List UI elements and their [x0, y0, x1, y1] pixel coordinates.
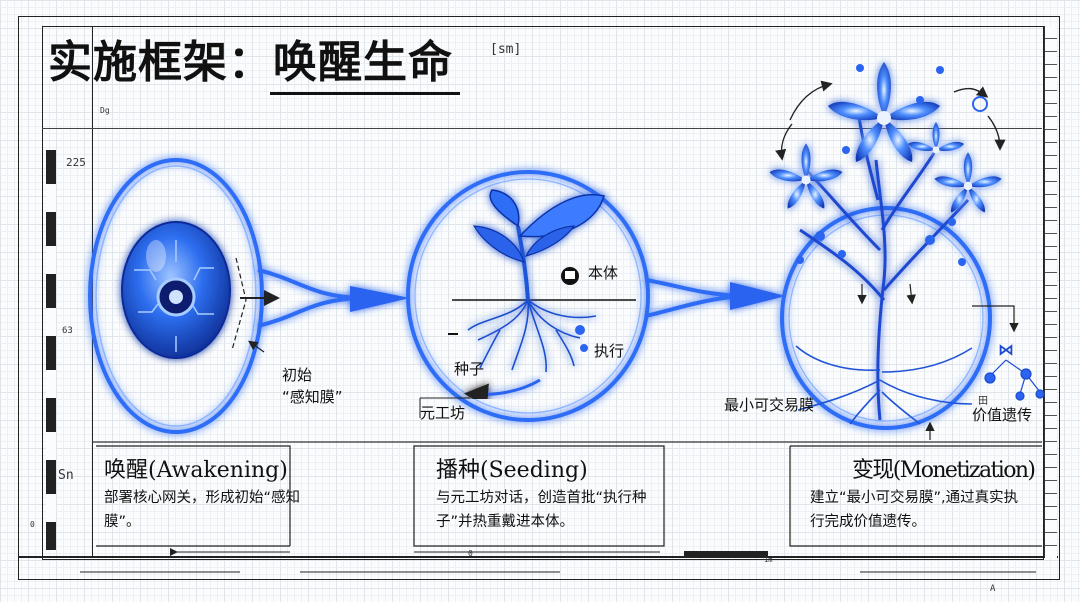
sprout: [474, 190, 604, 300]
awakening-egg: [122, 222, 230, 358]
label-execute: 执行: [594, 340, 624, 361]
label-value-legacy: 价值遗传: [972, 404, 1032, 425]
label-initial: 初始 “感知膜”: [282, 364, 343, 408]
label-initial-line1: 初始: [282, 364, 343, 386]
flowers: [770, 62, 1002, 212]
stage-1-title: 唤醒(Awakening): [104, 452, 288, 484]
label-entity: 本体: [588, 262, 618, 283]
stage-2-title: 播种(Seeding): [436, 452, 588, 484]
label-workshop: 元工坊: [420, 402, 465, 423]
arrow-2: [646, 280, 786, 316]
arrow-1: [258, 270, 410, 326]
label-initial-line2: “感知膜”: [282, 386, 343, 408]
value-network: [985, 360, 1044, 400]
mark-field: 田: [978, 392, 988, 407]
label-min-membrane: 最小可交易膜: [724, 394, 814, 415]
stage-3-desc: 建立“最小可交易膜”,通过真实执行完成价值遗传。: [810, 486, 1030, 534]
tree-nodes: [796, 64, 987, 266]
stage-3-title: 变现(Monetization): [852, 452, 1034, 484]
stage-2-desc: 与元工坊对话，创造首批“执行种子”并热重戴进本体。: [436, 486, 658, 534]
stage-1-desc: 部署核心网关，形成初始“感知膜”。: [104, 486, 304, 534]
roots: [468, 300, 596, 372]
tree-roots: [796, 346, 972, 424]
network-glyph-icon: ⋈: [998, 340, 1014, 359]
label-seed: 种子: [454, 358, 484, 379]
tree-trunk: [800, 110, 968, 420]
